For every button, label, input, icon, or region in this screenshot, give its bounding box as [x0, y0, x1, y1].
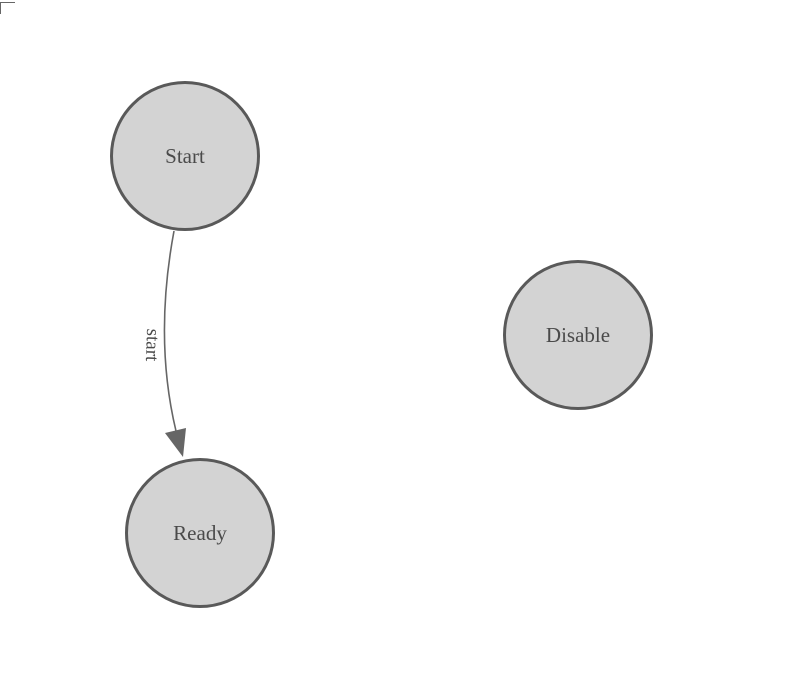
state-node-disable[interactable]: Disable [503, 260, 653, 410]
node-label-disable: Disable [545, 322, 611, 347]
arrowhead-icon [165, 428, 186, 457]
canvas-origin-corner-mark [0, 2, 15, 14]
node-label-ready: Ready [173, 520, 227, 545]
state-node-start[interactable]: Start [110, 81, 260, 231]
edge-label-start[interactable]: start [140, 328, 164, 362]
state-node-ready[interactable]: Ready [125, 458, 275, 608]
node-label-start: Start [165, 143, 205, 168]
edge-start-to-ready[interactable] [163, 230, 177, 432]
